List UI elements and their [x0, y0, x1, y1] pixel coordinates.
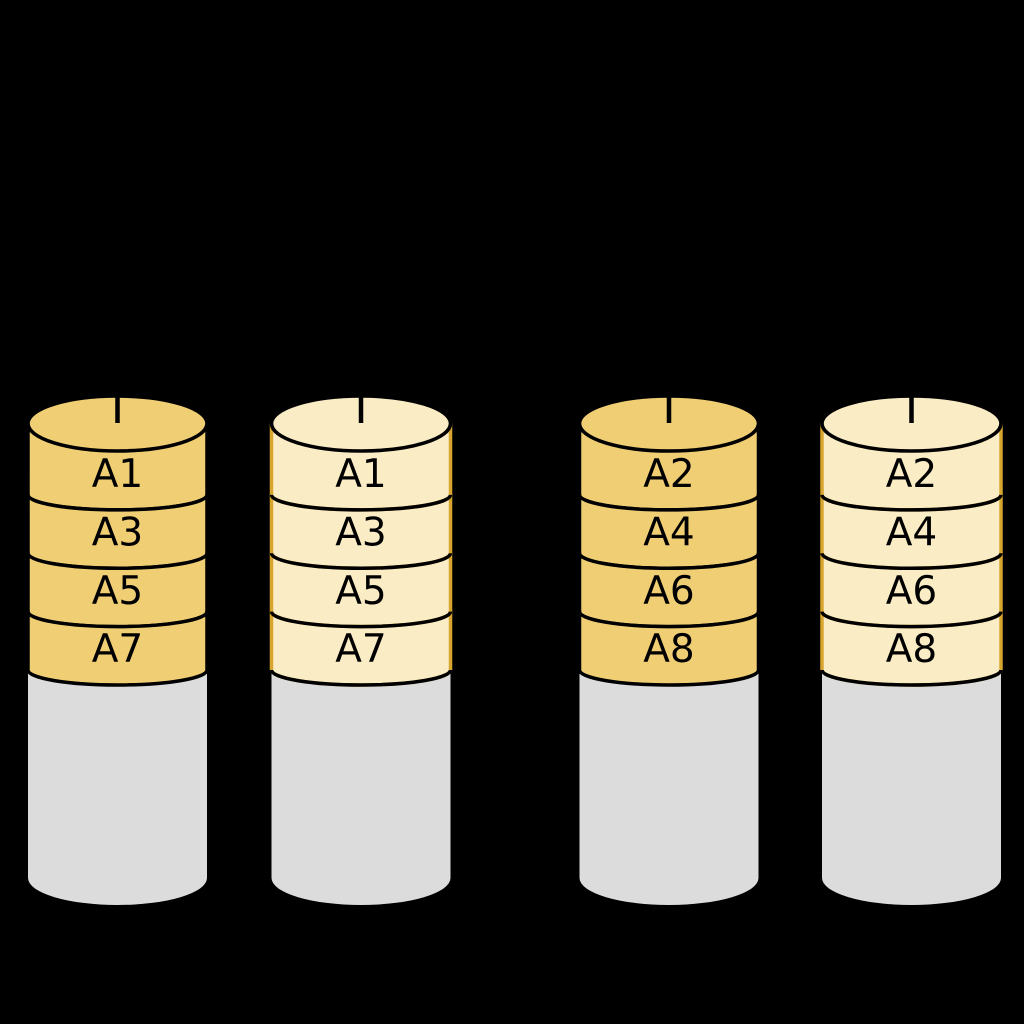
disk-block-band	[26, 609, 209, 687]
block-label: A2	[643, 452, 695, 497]
platter-divider-arc	[269, 669, 453, 687]
block-label: A2	[886, 452, 938, 497]
disk-cylinder-1: A1 A3 A5 A7	[26, 374, 209, 905]
disk-cylinder-4: A2 A4 A6 A8	[820, 374, 1003, 905]
block-label: A7	[335, 627, 387, 672]
block-label: A5	[335, 569, 387, 614]
block-label: A1	[92, 452, 144, 497]
block-label: A7	[92, 627, 144, 672]
block-label: A6	[643, 569, 695, 614]
disk-cylinder-3: A2 A4 A6 A8	[577, 374, 761, 905]
block-label: A4	[643, 511, 695, 556]
block-label: A4	[886, 511, 938, 556]
platter-divider-arc	[820, 552, 1003, 571]
platter-divider-arc	[820, 669, 1003, 687]
block-label: A5	[92, 569, 144, 614]
block-label: A3	[335, 511, 387, 556]
platter-divider-arc	[269, 611, 453, 629]
platter-divider-arc	[269, 552, 453, 571]
platter-divider-arc	[820, 494, 1003, 512]
disk-block-band	[577, 609, 761, 687]
block-label: A8	[643, 627, 695, 672]
platter-divider-arc	[269, 494, 453, 512]
disk-cylinder-2: A1 A3 A5 A7	[269, 374, 453, 905]
block-label: A1	[335, 452, 387, 497]
block-label: A8	[886, 627, 938, 672]
block-label: A6	[886, 569, 938, 614]
platter-divider-arc	[820, 611, 1003, 629]
block-label: A3	[92, 511, 144, 556]
